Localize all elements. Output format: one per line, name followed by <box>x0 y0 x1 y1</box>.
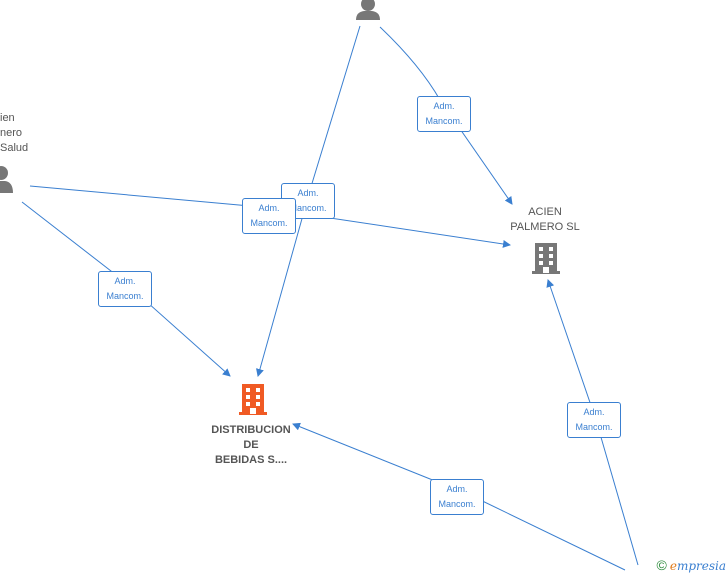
edge-label-bottom-acien[interactable]: Adm. Mancom. <box>567 402 621 438</box>
brand-first-letter: e <box>669 559 677 573</box>
person-icon[interactable] <box>356 0 380 20</box>
brand-name: mpresia <box>676 559 726 573</box>
building-icon[interactable] <box>532 243 560 274</box>
edge-label-left-acien[interactable]: Adm. Mancom. <box>242 198 296 234</box>
node-label-acien: ACIEN PALMERO SL <box>510 206 580 233</box>
person-icon[interactable] <box>0 166 13 193</box>
brand-logo: ©empresia <box>657 557 727 573</box>
edge-label-bottom-distribucion[interactable]: Adm. Mancom. <box>430 479 484 515</box>
node-label-person-left: ien nero Salud <box>0 112 29 154</box>
copyright-symbol: © <box>656 557 667 573</box>
node-label-distribucion: DISTRIBUCION DE BEBIDAS S.... <box>211 424 291 466</box>
edge-label-top-acien[interactable]: Adm. Mancom. <box>417 96 471 132</box>
building-icon[interactable] <box>239 384 267 415</box>
edge-label-left-distribucion[interactable]: Adm. Mancom. <box>98 271 152 307</box>
